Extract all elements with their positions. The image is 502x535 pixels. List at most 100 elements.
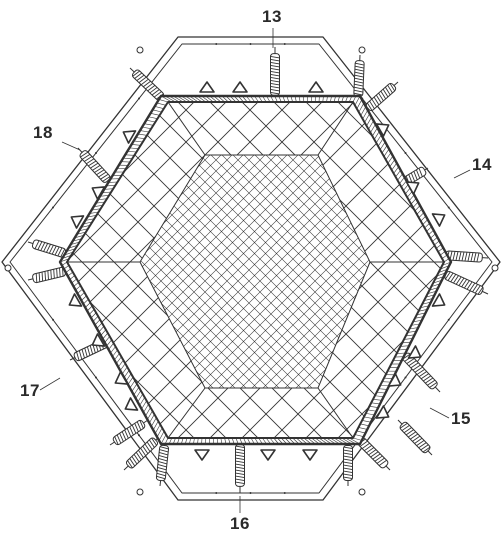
pad-stitch: [246, 95, 252, 103]
spring-coil: [378, 92, 384, 102]
spring: [27, 266, 71, 284]
pad-stitch: [201, 95, 210, 103]
mesh-line: [140, 155, 326, 388]
frame-tick: [404, 376, 407, 379]
spring-coil: [369, 100, 375, 110]
spring-coil: [425, 377, 434, 384]
spring: [123, 435, 161, 471]
mesh-line: [140, 155, 227, 388]
pad-stitch: [86, 305, 93, 312]
pad-stitch: [181, 95, 191, 103]
spring-coil: [138, 449, 144, 459]
spring-coil: [270, 70, 280, 74]
pad-stitch: [414, 316, 424, 319]
pad-stitch: [341, 95, 345, 103]
pad-stitch: [405, 187, 411, 195]
pad-stitch: [110, 346, 116, 354]
pad-stitch: [441, 254, 448, 259]
spring-coil: [470, 252, 474, 262]
pad-stitch: [237, 95, 244, 103]
spring-coil: [235, 478, 245, 482]
pad-stitch: [425, 294, 435, 298]
callout-15: 15: [451, 409, 471, 428]
mat-line: [67, 102, 229, 438]
spring-coil: [343, 473, 353, 476]
spring-coil: [153, 91, 162, 98]
spring-coil: [403, 427, 412, 434]
pad-stitch: [64, 251, 74, 256]
pad-stitch: [322, 95, 324, 103]
pad-stitch: [121, 366, 128, 375]
pad-stitch: [89, 211, 99, 214]
frame-tick: [215, 492, 218, 494]
pad-stitch: [296, 437, 304, 445]
pad-stitch: [112, 349, 118, 357]
spring-coil: [151, 89, 160, 96]
attachment-triangle: [232, 81, 248, 93]
mat-line: [67, 102, 197, 438]
spring-coil: [159, 446, 169, 450]
spring: [439, 271, 489, 295]
mesh-line: [140, 155, 282, 388]
pad-stitch: [333, 95, 336, 103]
spring-coil: [373, 96, 380, 106]
pad-stitch: [366, 117, 372, 126]
pad-stitch: [143, 403, 149, 413]
spring-coil: [38, 272, 41, 282]
attachment-triangle: [375, 405, 390, 419]
spring-coil: [461, 279, 468, 288]
spring-coil: [235, 448, 245, 452]
pad-stitch: [262, 437, 267, 445]
spring-coil: [370, 451, 379, 458]
pad-stitch: [266, 95, 271, 103]
spring-coil: [157, 469, 167, 474]
mesh-line: [194, 155, 370, 388]
spring-coil: [463, 280, 470, 289]
triangle-shape: [114, 371, 129, 385]
mesh-line: [140, 155, 238, 388]
spring-coil: [408, 360, 417, 367]
mesh-line: [140, 155, 227, 388]
spring-coil: [270, 88, 280, 92]
spring-coil: [458, 277, 465, 286]
spring-coil: [401, 424, 410, 431]
spring-coil: [474, 285, 481, 294]
spring-coil: [131, 424, 137, 434]
spring-coil: [140, 78, 149, 86]
spring-coil: [48, 244, 54, 254]
pad-stitch: [164, 437, 169, 445]
pad-stitch: [156, 102, 166, 106]
pad-stitch: [363, 416, 373, 419]
pad-stitch: [393, 166, 399, 174]
triangle-shape: [431, 213, 446, 227]
pad-stitch: [282, 95, 286, 103]
pad-stitch: [354, 434, 364, 438]
pad-stitch: [370, 124, 376, 133]
pad-stitch: [409, 327, 419, 330]
spring-coil: [78, 350, 83, 360]
spring-coil: [151, 437, 157, 446]
mesh-line: [271, 155, 370, 388]
pad-stitch: [125, 373, 132, 382]
pad-stitch: [377, 138, 384, 147]
pad-stitch: [428, 229, 434, 235]
spring-coil: [84, 156, 93, 162]
spring-coil: [54, 246, 60, 256]
pad-stitch: [83, 299, 89, 305]
pad-stitch: [85, 302, 91, 308]
spring-coil: [94, 167, 103, 173]
mesh-line: [282, 155, 370, 388]
mesh-line: [140, 155, 260, 388]
spring-coil: [159, 449, 169, 453]
spring-coil: [453, 275, 459, 284]
triangle-shape: [431, 293, 446, 307]
spring-coil: [158, 461, 168, 465]
spring-coil: [46, 244, 51, 253]
spring-coil: [353, 92, 363, 96]
pad-stitch: [254, 437, 259, 445]
pad-stitch: [374, 131, 380, 140]
spring-coil: [455, 251, 459, 261]
pad-stitch: [360, 106, 367, 116]
spring-coil: [366, 447, 375, 454]
mat-line: [303, 102, 444, 438]
